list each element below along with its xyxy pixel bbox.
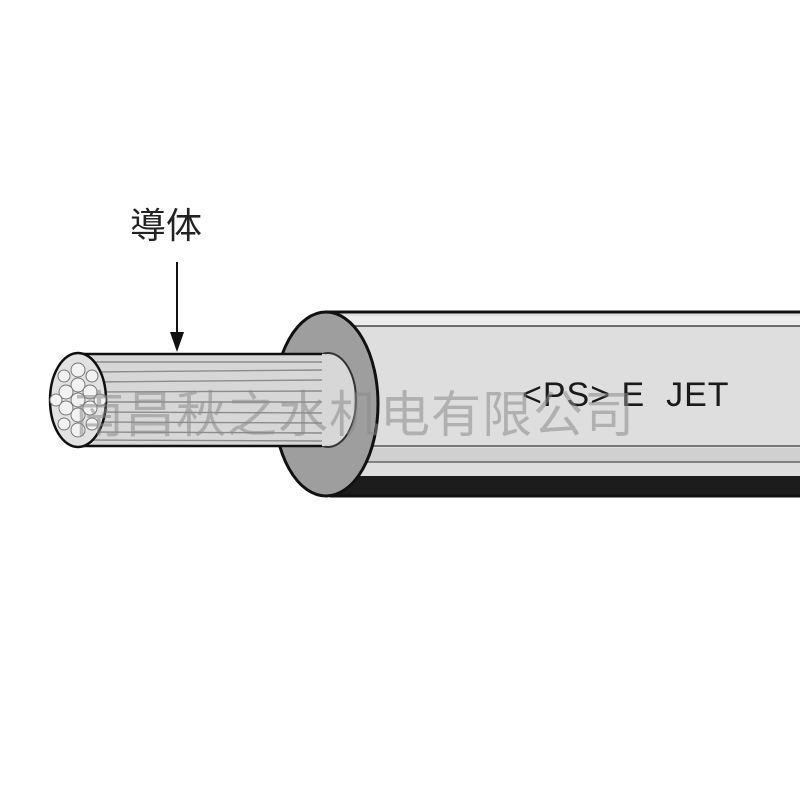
jacket-bottom-shadow (335, 476, 800, 496)
jacket-print-text: <PS> E JET (522, 376, 730, 414)
conductor-end-face (48, 351, 108, 449)
callout-arrow-head (170, 332, 184, 352)
conductor-callout: 導体 (130, 206, 202, 352)
cable-jacket (325, 310, 800, 498)
stranded-conductor (48, 351, 325, 449)
conductor-label: 導体 (130, 206, 202, 247)
jacket-lower-band (330, 448, 800, 462)
watermark-text: 南昌秋之水机电有限公司 (74, 386, 635, 444)
conductor-strands (84, 361, 323, 442)
jacket-top-band (325, 316, 800, 326)
